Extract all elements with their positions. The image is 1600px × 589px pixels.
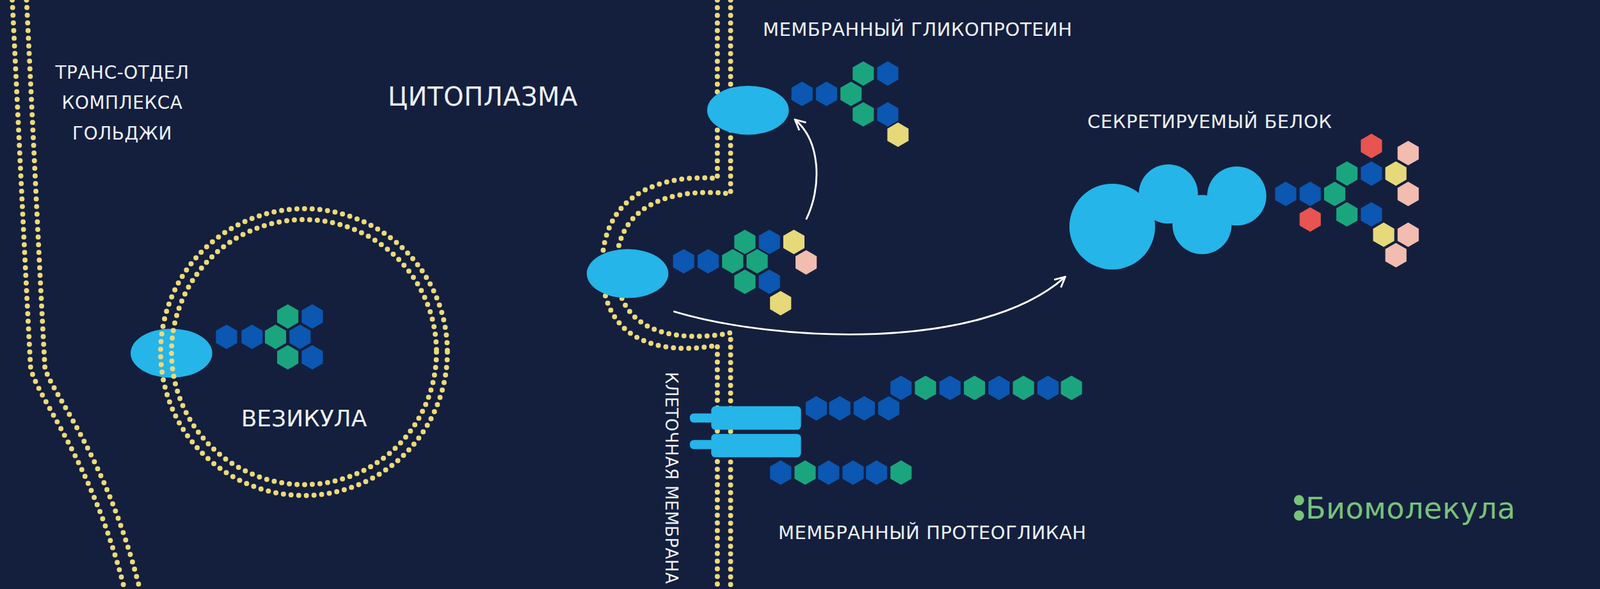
logo-text: Биомолекула — [1305, 490, 1516, 526]
sugar-residue — [734, 269, 756, 294]
sugar-residue — [852, 61, 874, 86]
sugar-residue — [783, 229, 805, 255]
sugar-residue — [915, 375, 937, 400]
molecule-label: СЕКРЕТИРУЕМЫЙ БЕЛОК — [1087, 110, 1332, 133]
sugar-residue — [890, 460, 912, 485]
proteoglycan-anchor — [689, 439, 715, 449]
region-label: ТРАНС-ОТДЕЛ КОМПЛЕКСА ГОЛЬДЖИ — [26, 57, 219, 150]
proteoglycan-core — [711, 406, 801, 431]
sugar-residue — [769, 460, 792, 485]
sugar-residue — [1299, 207, 1321, 232]
glycoprotein-core — [707, 85, 790, 136]
sugar-residue — [939, 375, 961, 400]
membrane-leaflet — [160, 208, 448, 496]
sugar-residue — [734, 229, 756, 255]
sugar-residue — [791, 81, 813, 107]
sugar-residue — [1360, 133, 1382, 159]
secreted-protein — [1207, 166, 1266, 226]
sugar-residue — [817, 460, 840, 485]
sugar-residue — [1336, 202, 1358, 227]
sugar-residue — [877, 61, 899, 86]
sugar-residue — [878, 396, 900, 421]
molecule-label: МЕМБРАННЫЙ ПРОТЕОГЛИКАН — [778, 521, 1087, 544]
sugar-residue — [805, 396, 827, 421]
sugar-residue — [853, 396, 875, 421]
membrane-label: КЛЕТОЧНАЯ МЕМБРАНА — [661, 371, 681, 584]
fusing-protein — [586, 248, 669, 299]
sugar-residue — [852, 101, 874, 127]
sugar-residue — [1360, 161, 1382, 186]
sugar-residue — [215, 324, 237, 349]
membrane-leaflet — [171, 219, 437, 485]
sugar-residue — [1397, 181, 1419, 207]
transport-arrow — [796, 120, 817, 220]
sugar-residue — [890, 375, 912, 400]
sugar-residue — [1274, 181, 1296, 207]
sugar-residue — [816, 81, 838, 107]
sugar-residue — [769, 290, 792, 315]
vesicle: ВЕЗИКУЛА — [156, 204, 452, 500]
sugar-residue — [1372, 222, 1394, 248]
secretion-arrow — [673, 277, 1065, 335]
golgi-membrane — [12, 0, 125, 589]
molecule-label: МЕМБРАННЫЙ ГЛИКОПРОТЕИН — [762, 18, 1072, 41]
sugar-residue — [1061, 375, 1083, 400]
sugar-residue — [673, 248, 695, 274]
sugar-residue — [1385, 161, 1407, 186]
logo-dot — [1294, 494, 1305, 505]
sugar-residue — [794, 460, 816, 485]
sugar-residue — [264, 324, 287, 349]
sugar-residue — [829, 396, 851, 421]
sugar-residue — [1360, 202, 1382, 227]
sugar-residue — [1037, 375, 1059, 400]
sugar-residue — [1324, 181, 1346, 207]
region-label: ЦИТОПЛАЗМА — [387, 81, 578, 112]
sugar-residue — [842, 460, 864, 485]
sugar-residue — [759, 229, 781, 255]
sugar-residue — [277, 344, 299, 370]
sugar-residue — [1013, 375, 1035, 400]
sugar-residue — [241, 324, 263, 349]
sugar-residue — [1397, 140, 1419, 166]
sugar-residue — [277, 304, 299, 329]
sugar-residue — [301, 344, 323, 370]
sugar-residue — [1336, 161, 1358, 186]
sugar-residue — [1299, 181, 1321, 207]
sugar-residue — [1385, 242, 1407, 267]
sugar-residue — [795, 250, 817, 275]
golgi-membrane — [26, 0, 140, 589]
vesicle-membrane — [156, 204, 452, 500]
sugar-residue — [865, 460, 888, 485]
sugar-residue — [988, 375, 1010, 400]
sugar-residue — [746, 248, 768, 274]
proteoglycan-anchor — [689, 413, 715, 423]
sugar-residue — [759, 269, 781, 294]
sugar-residue — [1397, 222, 1419, 248]
sugar-residue — [289, 324, 311, 349]
sugar-residue — [697, 248, 719, 274]
sugar-residue — [887, 122, 909, 147]
sugar-residue — [840, 81, 862, 107]
proteoglycan-core — [711, 433, 801, 458]
vesicle-label: ВЕЗИКУЛА — [241, 405, 368, 432]
logo-dot — [1294, 510, 1305, 521]
sugar-residue — [877, 101, 899, 127]
sugar-residue — [963, 375, 985, 400]
sugar-residue — [721, 248, 744, 274]
sugar-residue — [301, 304, 323, 329]
